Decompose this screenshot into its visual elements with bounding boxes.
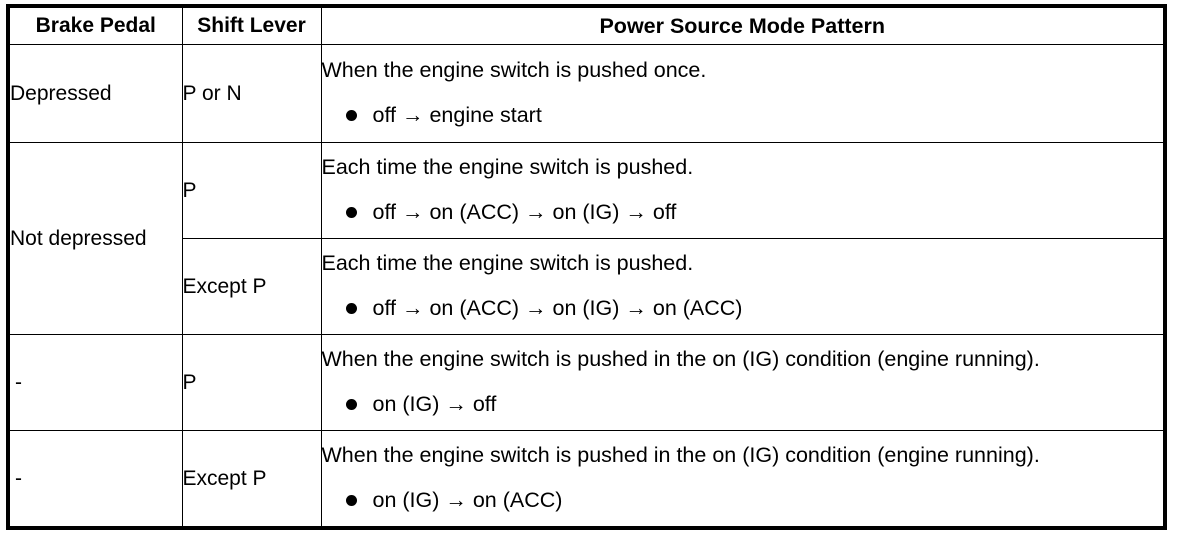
cell-shift-lever: Except P xyxy=(181,238,322,335)
pattern-lead-text: When the engine switch is pushed in the … xyxy=(321,346,1040,371)
cell-power-source-mode-pattern: When the engine switch is pushed once. o… xyxy=(320,44,1166,143)
column-header-brake-pedal: Brake Pedal xyxy=(7,5,183,45)
pattern-bullet-text: on (IG) → on (ACC) xyxy=(372,487,563,512)
cell-power-source-mode-pattern: When the engine switch is pushed in the … xyxy=(320,430,1166,529)
cell-shift-lever: P or N xyxy=(181,44,322,143)
pattern-bullet-text: off → on (ACC) → on (IG) → on (ACC) xyxy=(372,295,743,320)
cell-shift-lever: Except P xyxy=(181,430,322,529)
cell-power-source-mode-pattern: Each time the engine switch is pushed. o… xyxy=(320,238,1166,335)
pattern-lead-text: Each time the engine switch is pushed. xyxy=(321,154,694,179)
cell-power-source-mode-pattern: When the engine switch is pushed in the … xyxy=(320,334,1166,431)
table-row: Except P Each time the engine switch is … xyxy=(8,238,1166,335)
cell-power-source-mode-pattern: Each time the engine switch is pushed. o… xyxy=(320,142,1166,239)
column-header-shift-lever: Shift Lever xyxy=(181,5,322,45)
bullet-icon xyxy=(345,302,357,314)
pattern-bullet-item: off → on (ACC) → on (IG) → off xyxy=(322,200,1164,225)
table-row: Not depressed P Each time the engine swi… xyxy=(7,142,1166,335)
cell-shift-lever: P xyxy=(181,334,322,431)
cell-brake-pedal: Depressed xyxy=(7,44,183,143)
pattern-bullet-item: off → on (ACC) → on (IG) → on (ACC) xyxy=(322,296,1164,321)
column-header-power-source-mode-pattern: Power Source Mode Pattern xyxy=(320,5,1166,45)
cell-shift-lever: P xyxy=(181,142,322,239)
bullet-icon xyxy=(345,494,357,506)
table-row: Depressed P or N When the engine switch … xyxy=(7,44,1166,143)
cell-brake-pedal: Not depressed xyxy=(7,142,183,335)
pattern-bullet-item: on (IG) → off xyxy=(322,392,1164,417)
pattern-lead-text: Each time the engine switch is pushed. xyxy=(321,250,694,275)
power-source-mode-table: Brake Pedal Shift Lever Power Source Mod… xyxy=(6,4,1167,530)
cell-brake-pedal: - xyxy=(7,334,183,431)
table-row: - P When the engine switch is pushed in … xyxy=(7,334,1166,431)
table-row: - Except P When the engine switch is pus… xyxy=(7,430,1166,529)
pattern-bullet-text: off → on (ACC) → on (IG) → off xyxy=(372,199,677,224)
pattern-bullet-text: on (IG) → off xyxy=(372,391,497,416)
bullet-icon xyxy=(345,206,357,218)
bullet-icon xyxy=(345,398,357,410)
pattern-bullet-item: on (IG) → on (ACC) xyxy=(322,488,1164,513)
table-header-row: Brake Pedal Shift Lever Power Source Mod… xyxy=(7,5,1166,45)
cell-brake-pedal: - xyxy=(7,430,183,529)
pattern-lead-text: When the engine switch is pushed in the … xyxy=(321,442,1040,467)
pattern-bullet-text: off → engine start xyxy=(372,102,542,127)
pattern-bullet-item: off → engine start xyxy=(322,103,1164,128)
pattern-lead-text: When the engine switch is pushed once. xyxy=(321,57,707,82)
bullet-icon xyxy=(345,109,357,121)
